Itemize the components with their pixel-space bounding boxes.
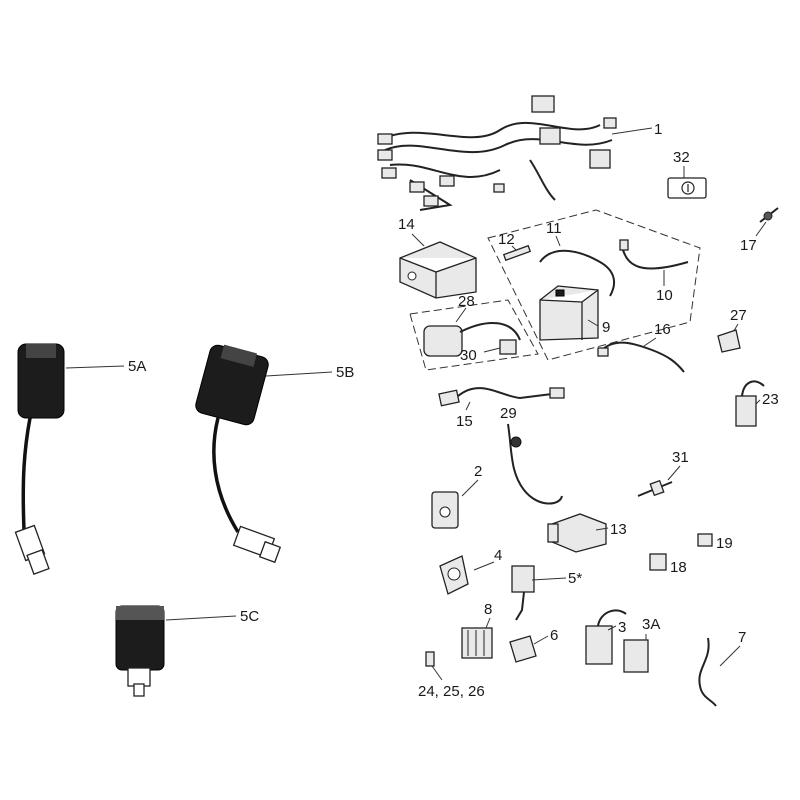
label-5c: 5C (240, 608, 259, 625)
label-30: 30 (460, 347, 477, 364)
part-32-key (667, 177, 707, 199)
part-28-ignition-coil (423, 321, 521, 357)
part-6-sensor (509, 635, 537, 663)
part-14-cdi-unit (399, 241, 477, 299)
battery-group-outline (487, 209, 701, 361)
part-29-cable (507, 423, 563, 505)
label-23: 23 (762, 391, 779, 408)
label-10: 10 (656, 287, 673, 304)
part-5b-relay (195, 344, 282, 564)
label-8: 8 (484, 601, 492, 618)
label-24-25-26: 24, 25, 26 (418, 683, 485, 700)
label-16: 16 (654, 321, 671, 338)
label-19: 19 (716, 535, 733, 552)
part-16-cable (597, 341, 685, 373)
part-3a-relay (623, 639, 649, 673)
part-5c-relay (115, 605, 165, 697)
part-7-cable (698, 637, 717, 707)
label-18: 18 (670, 559, 687, 576)
label-5-star: 5* (568, 570, 582, 587)
label-15: 15 (456, 413, 473, 430)
label-12: 12 (498, 231, 515, 248)
label-3: 3 (618, 619, 626, 636)
part-4-flasher (439, 555, 469, 595)
part-31-connector (637, 479, 673, 497)
part-15-switch-cable (438, 387, 565, 407)
label-5b: 5B (336, 364, 354, 381)
label-27: 27 (730, 307, 747, 324)
part-9-battery (539, 285, 599, 341)
label-9: 9 (602, 319, 610, 336)
part-2-switch (431, 491, 459, 529)
part-18-bulb (649, 553, 667, 571)
part-11-battery-cable (539, 249, 616, 297)
label-28: 28 (458, 293, 475, 310)
part-23-relay (735, 380, 765, 427)
label-7: 7 (738, 629, 746, 646)
label-2: 2 (474, 463, 482, 480)
label-31: 31 (672, 449, 689, 466)
label-5a: 5A (128, 358, 146, 375)
part-24-26-fuses (425, 651, 435, 667)
label-6: 6 (550, 627, 558, 644)
label-29: 29 (500, 405, 517, 422)
part-5-star-relay (511, 565, 535, 621)
label-4: 4 (494, 547, 502, 564)
part-13-horn (547, 513, 607, 553)
part-12-fuse (502, 244, 532, 262)
label-11: 11 (546, 220, 562, 237)
part-3-relay (585, 609, 627, 665)
part-27-switch (717, 329, 741, 353)
part-1-wiring-harness (377, 95, 617, 211)
part-5a-relay (14, 343, 65, 575)
label-32: 32 (673, 149, 690, 166)
part-19-bulb (697, 533, 713, 547)
label-1: 1 (654, 121, 662, 138)
part-8-regulator (461, 627, 493, 659)
part-17-sensor (759, 207, 779, 223)
part-10-battery-cable (619, 239, 689, 270)
label-14: 14 (398, 216, 415, 233)
label-17: 17 (740, 237, 757, 254)
coil-group-outline (409, 299, 539, 371)
label-13: 13 (610, 521, 627, 538)
label-3a: 3A (642, 616, 660, 633)
